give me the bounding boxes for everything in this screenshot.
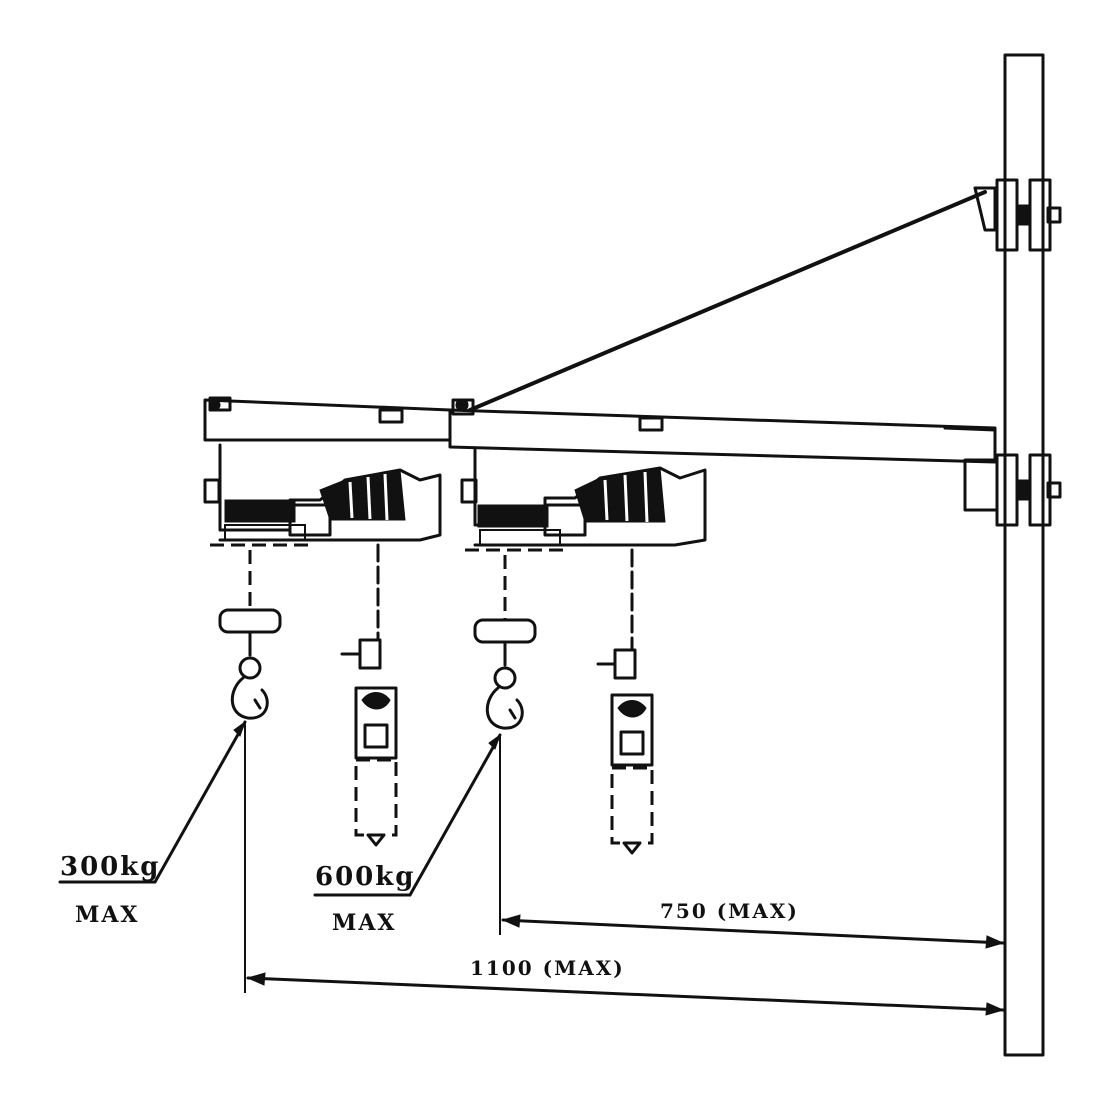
label-reach-long: 1100 (MAX)	[470, 956, 625, 980]
hook-block-600kg	[473, 555, 537, 730]
leader-line-600kg	[313, 733, 502, 897]
right-hoist-body	[460, 448, 707, 552]
boom-arm	[203, 396, 997, 464]
wall-post	[1003, 53, 1045, 1057]
label-600kg-max: MAX	[332, 910, 397, 936]
left-hoist-body	[203, 443, 442, 547]
leader-line-300kg	[58, 720, 247, 884]
dimension-reach-long	[244, 722, 1005, 1016]
hook-block-300kg	[218, 550, 282, 720]
label-300kg-max: MAX	[75, 902, 140, 928]
label-reach-short: 750 (MAX)	[660, 899, 799, 923]
upper-wall-clamp	[973, 178, 1062, 252]
label-600kg: 600kg	[315, 862, 415, 892]
motor-unit-right	[596, 548, 654, 855]
dimension-reach-short	[499, 735, 1005, 949]
lower-wall-clamp	[963, 453, 1062, 527]
motor-unit-left	[340, 543, 398, 847]
label-300kg: 300kg	[60, 852, 160, 882]
tie-rod	[468, 190, 987, 412]
